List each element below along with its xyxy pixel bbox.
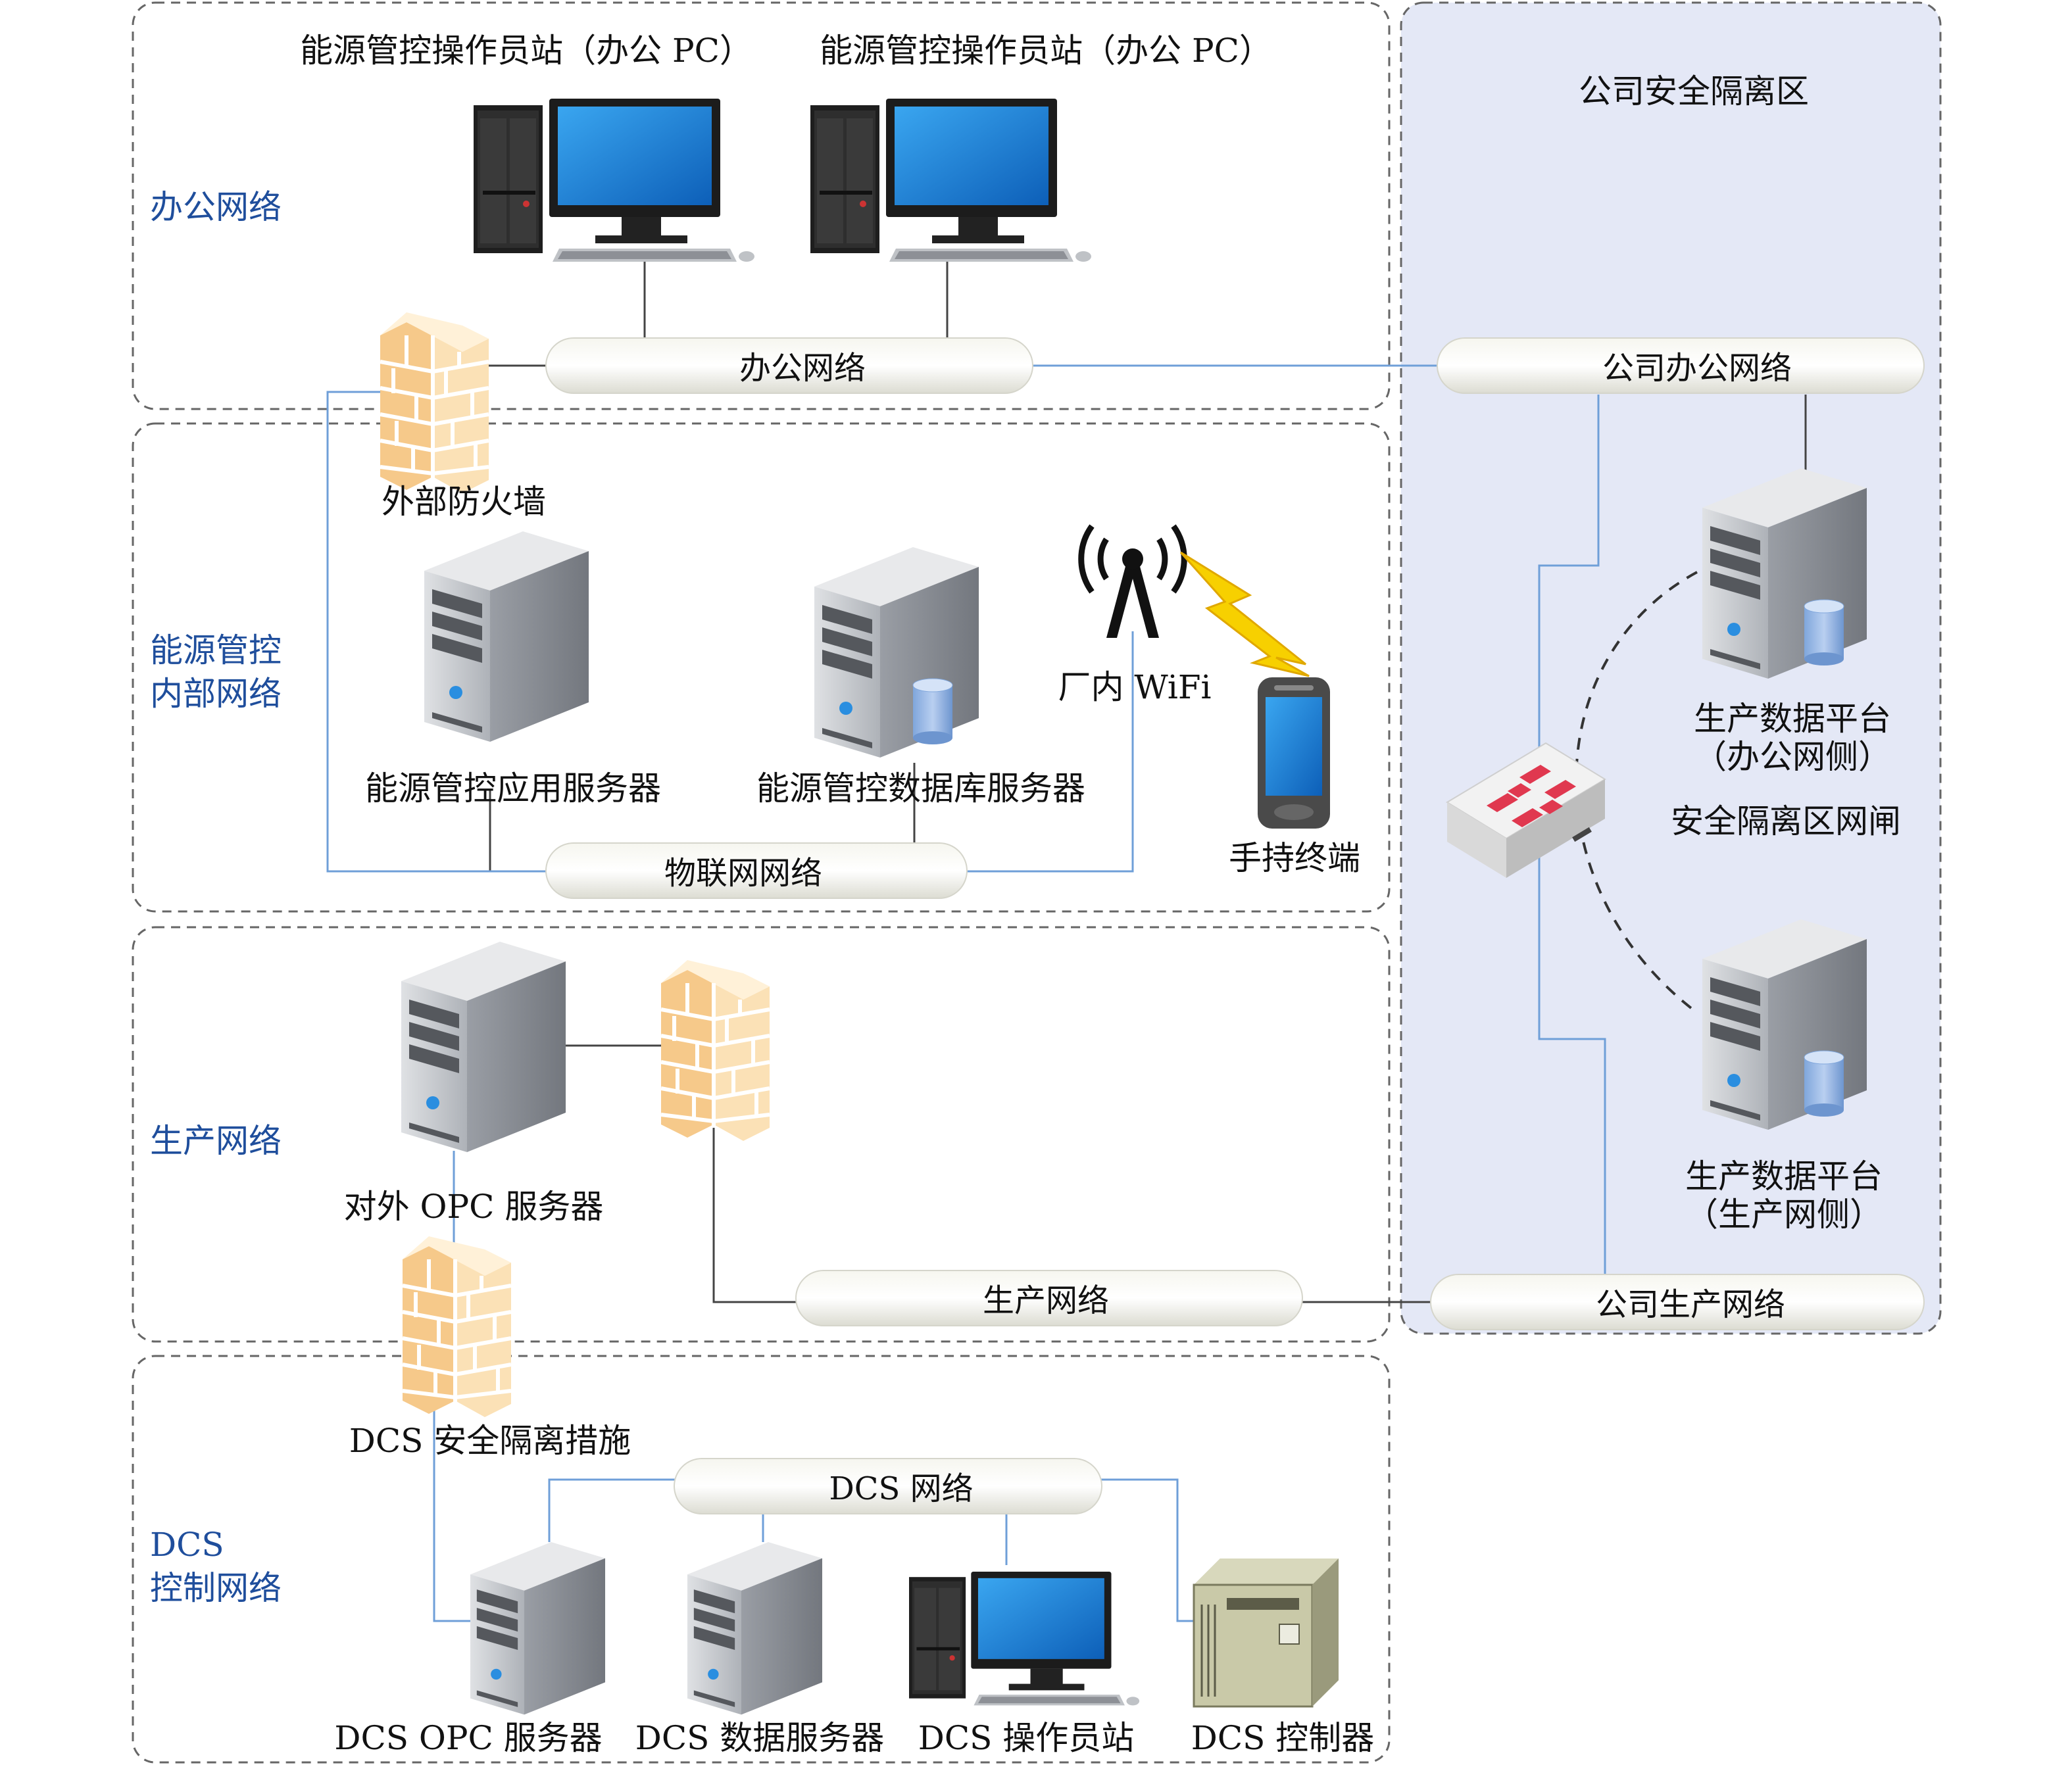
energy-zone-box <box>132 422 1391 913</box>
production-zone-box <box>132 926 1391 1343</box>
gateway-label: 安全隔离区网闸 <box>1671 802 1901 840</box>
wifi-label: 厂内 WiFi <box>1058 668 1211 706</box>
platform-prod-label-1: 生产数据平台 <box>1685 1157 1883 1196</box>
dcs-operator-pc[interactable] <box>909 1572 1140 1706</box>
bus-company-production-label: 公司生产网络 <box>1596 1286 1785 1323</box>
bus-company-office-label: 公司办公网络 <box>1602 350 1792 387</box>
office-pc-1[interactable] <box>474 99 754 262</box>
bus-company-office[interactable]: 公司办公网络 <box>1437 337 1925 394</box>
handheld-phone-icon[interactable] <box>1258 677 1330 829</box>
bus-iot-label: 物联网网络 <box>664 855 822 892</box>
security-gateway-icon[interactable] <box>1446 742 1606 878</box>
zone-label-company: 公司安全隔离区 <box>1579 72 1809 110</box>
app-server[interactable] <box>424 531 589 742</box>
dcs-data-server-label: DCS 数据服务器 <box>635 1719 885 1757</box>
db-server-label: 能源管控数据库服务器 <box>756 769 1085 808</box>
zone-label-energy-1: 能源管控 <box>150 631 282 669</box>
bus-office-label: 办公网络 <box>739 350 866 387</box>
bus-production[interactable]: 生产网络 <box>795 1270 1303 1326</box>
platform-sync-arc <box>1575 571 1698 1014</box>
zone-label-production: 生产网络 <box>150 1122 282 1160</box>
dcs-controller-label: DCS 控制器 <box>1191 1719 1375 1757</box>
bus-dcs-label: DCS 网络 <box>829 1470 973 1507</box>
wireless-bolt-icon <box>1179 551 1310 677</box>
handheld-label: 手持终端 <box>1229 839 1360 877</box>
office-zone-box <box>132 1 1391 410</box>
office-pc-2-label: 能源管控操作员站（办公 PC） <box>820 32 1272 70</box>
dcs-opc-server-label: DCS OPC 服务器 <box>334 1719 602 1757</box>
zone-label-dcs-2: 控制网络 <box>150 1569 282 1607</box>
opc-server[interactable] <box>401 942 566 1152</box>
dcs-isolation-label: DCS 安全隔离措施 <box>349 1422 631 1460</box>
office-pc-2[interactable] <box>810 99 1091 262</box>
dcs-isolation-firewall[interactable] <box>403 1236 511 1417</box>
external-firewall-label: 外部防火墙 <box>382 483 546 521</box>
dcs-zone-box <box>132 1355 1391 1764</box>
bus-dcs[interactable]: DCS 网络 <box>674 1458 1102 1514</box>
bus-production-label: 生产网络 <box>983 1282 1109 1319</box>
platform-office-server[interactable] <box>1702 468 1867 679</box>
db-server[interactable] <box>814 547 979 758</box>
external-firewall[interactable] <box>380 312 489 493</box>
dcs-data-server[interactable] <box>687 1542 822 1715</box>
app-server-label: 能源管控应用服务器 <box>365 769 661 808</box>
platform-prod-server[interactable] <box>1702 919 1867 1130</box>
zone-label-dcs-1: DCS <box>150 1526 224 1564</box>
opc-server-label: 对外 OPC 服务器 <box>344 1188 604 1226</box>
platform-office-label-2: （办公网侧） <box>1694 738 1891 776</box>
dcs-controller-icon[interactable] <box>1193 1559 1339 1708</box>
production-firewall[interactable] <box>661 960 770 1141</box>
dcs-opc-server[interactable] <box>470 1542 605 1715</box>
platform-prod-label-2: （生产网侧） <box>1685 1196 1883 1234</box>
bus-office[interactable]: 办公网络 <box>545 337 1033 394</box>
zone-label-energy-2: 内部网络 <box>150 675 282 713</box>
wifi-tower-icon[interactable] <box>1078 524 1187 638</box>
platform-office-label-1: 生产数据平台 <box>1694 700 1891 738</box>
company-zone-box <box>1400 1 1942 1335</box>
bus-company-production[interactable]: 公司生产网络 <box>1430 1274 1925 1330</box>
dcs-operator-label: DCS 操作员站 <box>918 1719 1135 1757</box>
bus-iot[interactable]: 物联网网络 <box>545 842 968 899</box>
office-pc-1-label: 能源管控操作员站（办公 PC） <box>300 32 752 70</box>
zone-label-office: 办公网络 <box>150 188 282 226</box>
